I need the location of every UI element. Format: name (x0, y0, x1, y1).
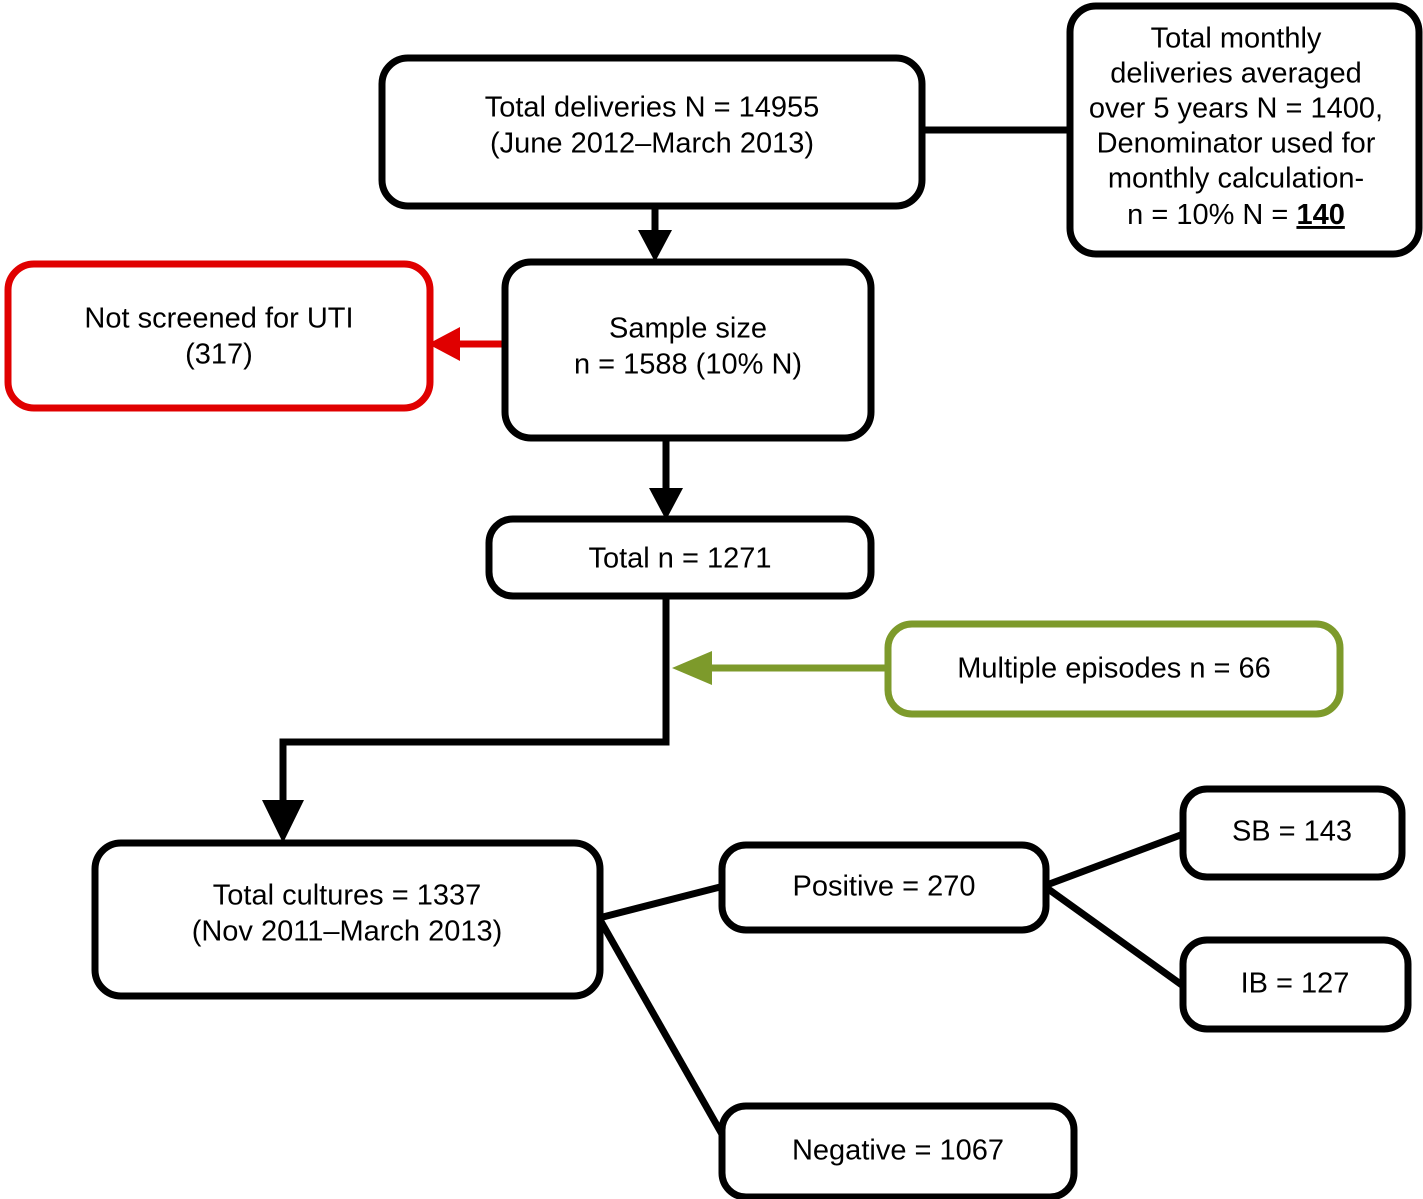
node-monthly-denominator[interactable]: Total monthly deliveries averaged over 5… (1066, 2, 1423, 258)
sample-size-line1: Sample size (609, 313, 767, 345)
total-n-box[interactable] (485, 515, 875, 600)
monthly-denominator-box[interactable] (1066, 2, 1423, 258)
node-negative[interactable]: Negative = 1067 (718, 1102, 1078, 1199)
node-not-screened[interactable]: Not screened for UTI (317) (4, 260, 434, 412)
monthly-denominator-line3: over 5 years N = 1400, (1089, 93, 1383, 125)
total-cultures-box[interactable] (91, 839, 604, 1000)
positive-line1: Positive = 270 (793, 871, 976, 903)
total-deliveries-line2: (June 2012–March 2013) (490, 128, 814, 160)
node-ib[interactable]: IB = 127 (1179, 936, 1412, 1033)
monthly-denominator-line6-prefix: n = 10% N = (1127, 199, 1296, 231)
positive-box[interactable] (718, 841, 1050, 934)
edge-deliveries-to-sample (638, 205, 672, 262)
ib-box[interactable] (1179, 936, 1412, 1033)
total-cultures-line1: Total cultures = 1337 (213, 880, 481, 912)
node-sample-size[interactable]: Sample size n = 1588 (10% N) (501, 258, 875, 442)
multiple-episodes-box[interactable] (884, 620, 1344, 718)
monthly-denominator-value: 140 (1296, 199, 1344, 231)
total-cultures-line2: (Nov 2011–March 2013) (192, 916, 503, 948)
sb-box[interactable] (1179, 785, 1406, 881)
edge-sample-to-not-screened (428, 327, 505, 361)
node-sb[interactable]: SB = 143 (1179, 785, 1406, 881)
monthly-denominator-line6: n = 10% N = 140 (1127, 199, 1345, 231)
negative-line1: Negative = 1067 (792, 1135, 1004, 1167)
not-screened-line2: (317) (185, 339, 253, 371)
sample-size-box[interactable] (501, 258, 875, 442)
edge-cultures-to-negative (595, 916, 731, 1145)
not-screened-box[interactable] (4, 260, 434, 412)
node-total-cultures[interactable]: Total cultures = 1337 (Nov 2011–March 20… (91, 839, 604, 1000)
edge-total-to-cultures (262, 595, 670, 843)
monthly-denominator-line5: monthly calculation- (1108, 163, 1364, 195)
node-total-n[interactable]: Total n = 1271 (485, 515, 875, 600)
total-n-line1: Total n = 1271 (588, 543, 771, 575)
edge-sample-to-total (649, 437, 683, 520)
node-total-deliveries[interactable]: Total deliveries N = 14955 (June 2012–Ma… (378, 54, 926, 210)
edge-positive-to-ib (1041, 883, 1189, 991)
edge-cultures-to-positive (598, 882, 725, 922)
monthly-denominator-line1: Total monthly (1151, 23, 1322, 55)
ib-line1: IB = 127 (1241, 968, 1350, 1000)
monthly-denominator-line2: deliveries averaged (1110, 58, 1361, 90)
total-deliveries-box[interactable] (378, 54, 926, 210)
not-screened-line1: Not screened for UTI (84, 303, 353, 335)
multiple-episodes-line1: Multiple episodes n = 66 (957, 653, 1271, 685)
monthly-denominator-line4: Denominator used for (1097, 128, 1376, 160)
sb-line1: SB = 143 (1232, 816, 1352, 848)
total-deliveries-line1: Total deliveries N = 14955 (485, 92, 820, 124)
sample-size-line2: n = 1588 (10% N) (574, 349, 802, 381)
negative-box[interactable] (718, 1102, 1078, 1199)
edge-positive-to-sb (1042, 829, 1188, 890)
node-multiple-episodes[interactable]: Multiple episodes n = 66 (884, 620, 1344, 718)
edge-episodes-to-trunk (672, 651, 888, 685)
node-positive[interactable]: Positive = 270 (718, 841, 1050, 934)
